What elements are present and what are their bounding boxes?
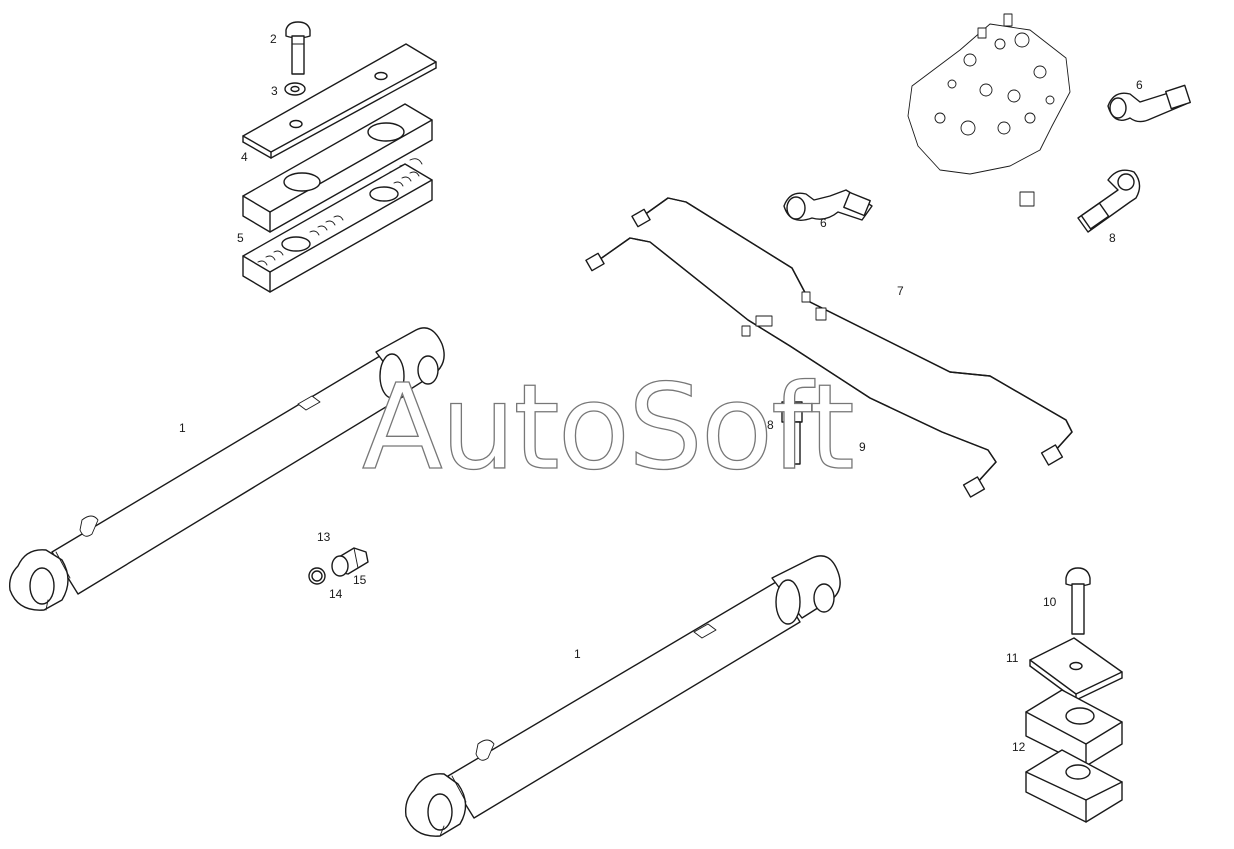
fitting-part-13 — [331, 547, 369, 577]
callout-14: 14 — [329, 587, 343, 601]
callout-13: 13 — [317, 530, 331, 544]
callout-12: 12 — [1012, 740, 1026, 754]
plate-part-4 — [242, 43, 437, 159]
callout-1-upper: 1 — [179, 421, 186, 435]
callout-6-center: 6 — [820, 216, 827, 230]
clamp-block-lower-part-5 — [242, 163, 433, 293]
callout-4: 4 — [241, 150, 248, 164]
bolt-part-2 — [285, 21, 311, 75]
clamp-upper-part-12 — [1025, 689, 1123, 767]
elbow-fitting-part-6-center — [783, 189, 873, 221]
callout-3: 3 — [271, 84, 278, 98]
callout-8-right: 8 — [1109, 231, 1116, 245]
callout-11: 11 — [1006, 651, 1019, 665]
callout-8-center: 8 — [767, 418, 774, 432]
control-valve-block — [907, 13, 1071, 207]
pipe-assembly-part-9 — [585, 237, 997, 498]
pipe-assembly-part-7 — [631, 197, 1073, 466]
straight-fitting-part-8-right — [1077, 169, 1141, 233]
callout-15: 15 — [353, 573, 367, 587]
callout-10: 10 — [1043, 595, 1057, 609]
callout-6-right: 6 — [1136, 78, 1143, 92]
callout-1-lower: 1 — [574, 647, 581, 661]
washer-part-3 — [284, 82, 306, 96]
hydraulic-cylinder-upper-part-1 — [8, 327, 445, 611]
straight-fitting-part-8-center — [781, 401, 803, 465]
clamp-lower-part-12 — [1025, 749, 1123, 823]
callout-5: 5 — [237, 231, 244, 245]
plate-part-11 — [1029, 637, 1123, 701]
o-ring-part-14 — [308, 567, 326, 585]
callout-9: 9 — [859, 440, 866, 454]
elbow-fitting-part-6-right — [1107, 84, 1191, 123]
hydraulic-cylinder-lower-part-1 — [404, 555, 841, 837]
callout-7: 7 — [897, 284, 904, 298]
bolt-part-10 — [1065, 567, 1091, 635]
callout-2: 2 — [270, 32, 277, 46]
